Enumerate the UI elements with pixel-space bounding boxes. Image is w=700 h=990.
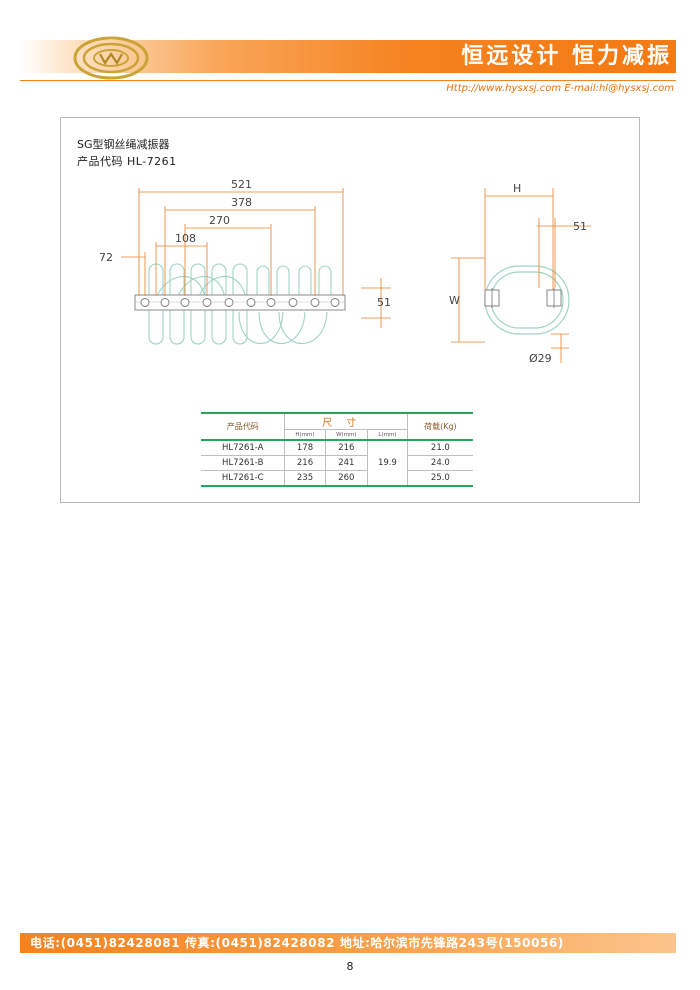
contact-website-email: Http://www.hysxsj.com E-mail:hl@hysxsj.c…	[446, 83, 674, 94]
cell-w: 260	[324, 470, 368, 487]
product-content-box: SG型钢丝绳减振器 产品代码 HL-7261	[60, 117, 640, 503]
cell-code: HL7261-B	[201, 455, 285, 471]
footer-band	[20, 933, 676, 953]
product-title: SG型钢丝绳减振器	[77, 138, 170, 151]
cell-load: 24.0	[406, 455, 473, 471]
page-number: 8	[346, 960, 354, 973]
cell-w: 216	[324, 440, 368, 456]
spec-table: 产品代码 尺寸 荷载(Kg) H(mm) W(mm) L(mm) HL7261-…	[201, 412, 473, 487]
dim-label-51-front: 51	[377, 296, 391, 309]
footer-contact-info: 电话:(0451)82428081 传真:(0451)82428082 地址:哈…	[30, 936, 564, 950]
dim-label-w: W	[449, 294, 460, 307]
table-row: HL7261-B 216 241 24.0	[201, 455, 473, 471]
product-code: 产品代码 HL-7261	[77, 155, 177, 168]
dim-label-108: 108	[175, 232, 196, 245]
table-header-size: 尺寸	[284, 413, 408, 430]
table-header-h: H(mm)	[284, 429, 326, 441]
cell-h: 235	[284, 470, 326, 487]
table-header-load: 荷载(Kg)	[406, 413, 473, 441]
technical-drawing: 521 378 270 108 72 51	[99, 178, 591, 365]
dim-label-378: 378	[231, 196, 252, 209]
company-slogan: 恒远设计 恒力减振	[461, 44, 672, 69]
cell-l-shared: 19.9	[367, 440, 408, 487]
cell-code: HL7261-A	[201, 440, 285, 456]
dim-label-521: 521	[231, 178, 252, 191]
header-divider	[20, 80, 676, 81]
clamp-bar-front	[134, 294, 346, 311]
cell-h: 178	[284, 440, 326, 456]
side-view	[484, 265, 570, 335]
table-header-code: 产品代码	[201, 413, 285, 441]
cell-code: HL7261-C	[201, 470, 285, 487]
table-row: HL7261-A 178 216 19.9 21.0	[201, 440, 473, 487]
cell-load: 25.0	[406, 470, 473, 487]
dim-label-72: 72	[99, 251, 113, 264]
dim-label-51-side: 51	[573, 220, 587, 233]
cell-load: 21.0	[406, 440, 473, 456]
table-header-w: W(mm)	[324, 429, 368, 441]
dim-label-h: H	[513, 182, 521, 195]
dim-label-270: 270	[209, 214, 230, 227]
table-header-l: L(mm)	[367, 429, 408, 441]
dim-label-diameter: Ø29	[529, 352, 552, 365]
cell-w: 241	[324, 455, 368, 471]
cell-h: 216	[284, 455, 326, 471]
company-logo-icon	[73, 36, 149, 80]
table-row: HL7261-C 235 260 25.0	[201, 470, 473, 487]
